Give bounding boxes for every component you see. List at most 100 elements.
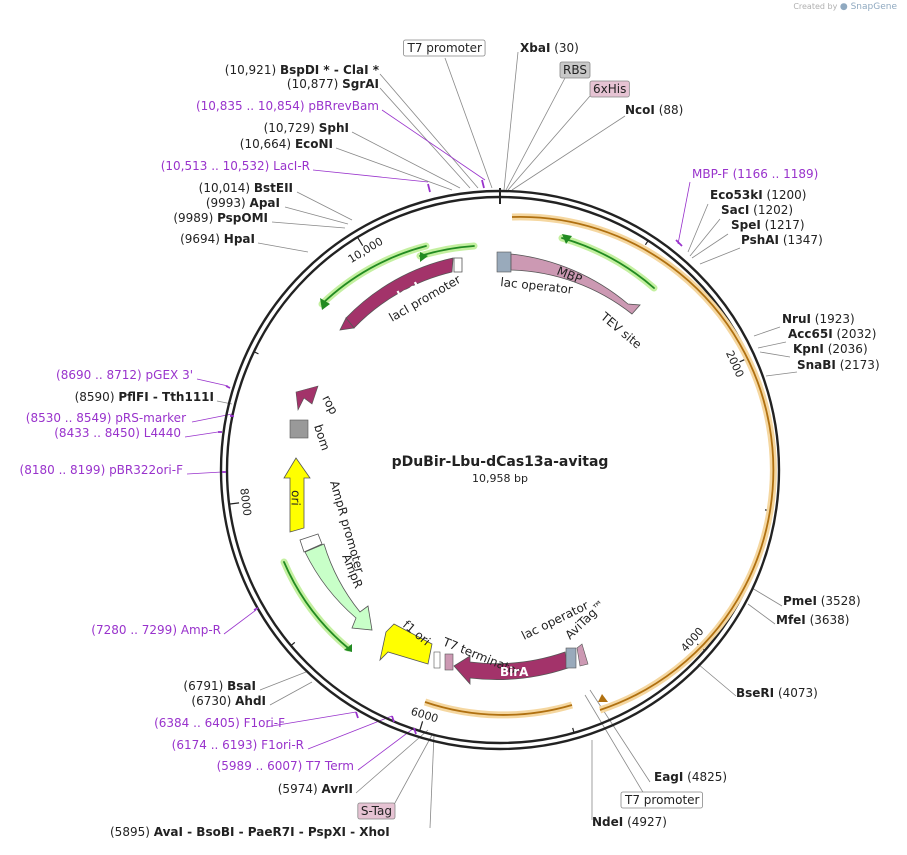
feature-bom[interactable]	[289, 419, 309, 439]
label-l21[interactable]: (6174 .. 6193) F1ori-R	[172, 738, 304, 752]
label-r2[interactable]: RBS	[559, 61, 591, 79]
label-l17-text: (7280 .. 7299) Amp-R	[91, 623, 221, 637]
label-l2[interactable]: (10,921) BspDI * - ClaI *	[225, 63, 380, 77]
feature-avitag[interactable]	[576, 643, 589, 667]
label-r9[interactable]: PshAI (1347)	[741, 233, 823, 247]
label-l24[interactable]: S-Tag	[357, 802, 396, 820]
label-r16[interactable]: BseRI (4073)	[736, 686, 818, 700]
label-l14[interactable]: (8530 .. 8549) pRS-marker	[26, 411, 186, 425]
label-r3-name: 6xHis	[593, 82, 626, 96]
label-r15[interactable]: MfeI (3638)	[776, 613, 849, 627]
label-r3[interactable]: 6xHis	[589, 80, 630, 98]
label-l11[interactable]: (9694) HpaI	[180, 232, 255, 246]
label-r7[interactable]: SacI (1202)	[721, 203, 793, 217]
label-l2-pos: (10,921)	[225, 63, 280, 77]
feature-t7-terminator-box[interactable]	[433, 651, 441, 669]
label-l13-text: (8590) PflFI - Tth111I	[75, 390, 214, 404]
TEV-site-label: TEV site	[597, 309, 644, 352]
label-r7-pos: (1202)	[749, 203, 793, 217]
label-l15[interactable]: (8433 .. 8450) L4440	[54, 426, 181, 440]
label-l20-text: (6384 .. 6405) F1ori-F	[154, 716, 285, 730]
label-r14[interactable]: PmeI (3528)	[783, 594, 861, 608]
credit-prefix: Created by	[793, 2, 838, 11]
label-r11[interactable]: Acc65I (2032)	[788, 327, 876, 341]
label-r5-pos: (1166 .. 1189)	[729, 167, 819, 181]
tick-9000	[253, 351, 259, 355]
label-l6[interactable]: (10,664) EcoNI	[240, 137, 333, 151]
label-l24-box	[357, 802, 396, 820]
tick-10000	[356, 236, 364, 247]
label-l17[interactable]: (7280 .. 7299) Amp-R	[91, 623, 221, 637]
label-l16-pos: (8180 .. 8199)	[20, 463, 110, 477]
label-l1-box	[403, 39, 486, 57]
label-l8-pos: (10,014)	[199, 181, 254, 195]
label-l5[interactable]: (10,729) SphI	[264, 121, 349, 135]
label-r19-text: NdeI (4927)	[592, 815, 667, 829]
label-r13[interactable]: SnaBI (2173)	[797, 358, 880, 372]
feature-ori[interactable]	[283, 457, 311, 533]
feature-lacI-promoter-box[interactable]	[453, 257, 463, 273]
snapgene-credit: Created by ● SnapGene	[793, 2, 897, 12]
feature-AmpR-promoter-box[interactable]	[299, 533, 323, 553]
label-l19-name: AhdI	[235, 694, 266, 708]
feature-s-tag-box[interactable]	[444, 653, 454, 671]
label-r17[interactable]: EagI (4825)	[654, 770, 727, 784]
label-l4[interactable]: (10,835 .. 10,854) pBRrevBam	[196, 99, 379, 113]
label-l23-name: AvrII	[321, 782, 353, 796]
plasmid-length: 10,958 bp	[472, 472, 528, 485]
label-l14-pos: (8530 .. 8549)	[26, 411, 116, 425]
label-l1[interactable]: T7 promoter	[403, 39, 486, 57]
label-r12-name: KpnI	[793, 342, 824, 356]
label-l25-text: (5895) AvaI - BsoBI - PaeR7I - PspXI - X…	[110, 825, 390, 839]
label-l21-pos: (6174 .. 6193)	[172, 738, 262, 752]
label-l20[interactable]: (6384 .. 6405) F1ori-F	[154, 716, 285, 730]
BirA-label: BirA	[500, 665, 529, 679]
label-l9[interactable]: (9993) ApaI	[206, 196, 280, 210]
label-l18[interactable]: (6791) BsaI	[183, 679, 256, 693]
label-r4[interactable]: NcoI (88)	[625, 103, 683, 117]
label-r4-pos: (88)	[655, 103, 683, 117]
label-r1[interactable]: XbaI (30)	[520, 41, 579, 55]
label-l8[interactable]: (10,014) BstEII	[199, 181, 293, 195]
label-l6-pos: (10,664)	[240, 137, 295, 151]
label-r5[interactable]: MBP-F (1166 .. 1189)	[692, 167, 818, 181]
label-r10-name: NruI	[782, 312, 811, 326]
label-l2-tail: - ClaI *	[330, 63, 380, 77]
label-r6-pos: (1200)	[763, 188, 807, 202]
bom-label: bom	[311, 423, 333, 453]
feature-f1-ori[interactable]	[379, 623, 433, 665]
label-l25[interactable]: (5895) AvaI - BsoBI - PaeR7I - PspXI - X…	[110, 825, 390, 839]
label-l12-name: pGEX 3'	[146, 368, 193, 382]
label-r19[interactable]: NdeI (4927)	[592, 815, 667, 829]
label-r17-pos: (4825)	[683, 770, 727, 784]
label-l16[interactable]: (8180 .. 8199) pBR322ori-F	[20, 463, 184, 477]
label-l23-pos: (5974)	[278, 782, 322, 796]
label-l10[interactable]: (9989) PspOMI	[173, 211, 268, 225]
label-l19[interactable]: (6730) AhdI	[191, 694, 266, 708]
orf-orange-arc	[511, 216, 775, 711]
feature-lac-operator-top[interactable]	[496, 251, 512, 273]
label-r6[interactable]: Eco53kI (1200)	[710, 188, 806, 202]
label-l3-pos: (10,877)	[287, 77, 342, 91]
label-r14-pos: (3528)	[817, 594, 861, 608]
label-r5-name: MBP-F	[692, 167, 729, 181]
feature-rop[interactable]	[295, 385, 319, 412]
label-l23[interactable]: (5974) AvrII	[278, 782, 353, 796]
feature-MBP[interactable]	[510, 253, 641, 315]
label-l17-name: Amp-R	[181, 623, 221, 637]
label-l22[interactable]: (5989 .. 6007) T7 Term	[217, 759, 354, 773]
label-l3[interactable]: (10,877) SgrAI	[287, 77, 379, 91]
label-r18[interactable]: T7 promoter	[620, 791, 703, 809]
label-l7[interactable]: (10,513 .. 10,532) LacI-R	[161, 159, 310, 173]
label-r8[interactable]: SpeI (1217)	[731, 218, 805, 232]
feature-lac-operator-bottom[interactable]	[565, 647, 577, 669]
orf-green-arrowhead-1	[562, 234, 572, 244]
feature-AmpR[interactable]	[304, 543, 373, 631]
label-r10[interactable]: NruI (1923)	[782, 312, 855, 326]
label-r12[interactable]: KpnI (2036)	[793, 342, 868, 356]
label-l13[interactable]: (8590) PflFI - Tth111I	[75, 390, 214, 404]
label-l12[interactable]: (8690 .. 8712) pGEX 3'	[56, 368, 193, 382]
label-r4-text: NcoI (88)	[625, 103, 683, 117]
tick-5000	[572, 727, 575, 733]
label-l18-name: BsaI	[227, 679, 256, 693]
